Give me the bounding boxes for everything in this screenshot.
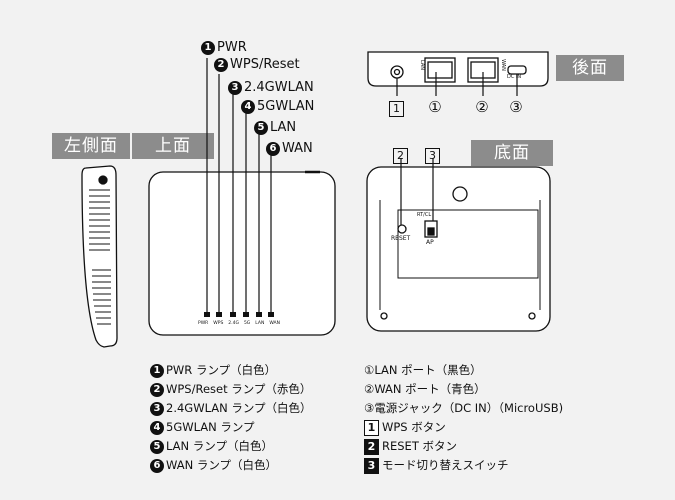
left-side-view bbox=[81, 165, 118, 348]
label-left-side: 左側面 bbox=[52, 133, 130, 159]
legend-right-2: ②WAN ポート（青色） bbox=[364, 382, 486, 396]
label-top: 上面 bbox=[132, 133, 214, 159]
rear-port-marker-4: ③ bbox=[509, 98, 523, 116]
bottom-view bbox=[366, 166, 551, 332]
legend-right-1: ①LAN ポート（黒色） bbox=[364, 363, 482, 377]
rear-view bbox=[367, 51, 549, 87]
bottom-ap-text: AP bbox=[426, 239, 434, 246]
bottom-marker-2: 2 bbox=[393, 144, 408, 164]
rear-port-marker-1: 1 bbox=[389, 97, 404, 117]
label-rear: 後面 bbox=[556, 55, 624, 81]
leds bbox=[204, 312, 274, 317]
label-bottom: 底面 bbox=[471, 140, 553, 166]
rear-port-marker-2: ① bbox=[428, 98, 442, 116]
bottom-rt-text: RT/CL bbox=[417, 212, 432, 218]
bottom-marker-3: 3 bbox=[425, 144, 440, 164]
rear-lan-text: LAN bbox=[419, 59, 426, 71]
rear-wan-text: WAN bbox=[499, 59, 506, 71]
device-led-marks: PWR WPS 2.4G 5G LAN WAN bbox=[198, 321, 280, 326]
led-leader-lines bbox=[206, 58, 272, 314]
rear-port-marker-3: ② bbox=[475, 98, 489, 116]
rear-dcin-text: DC IN bbox=[507, 74, 522, 80]
top-view bbox=[148, 171, 336, 336]
legend-right-3: ③電源ジャック（DC IN）（MicroUSB) bbox=[364, 401, 564, 415]
bottom-reset-text: RESET bbox=[391, 235, 411, 242]
